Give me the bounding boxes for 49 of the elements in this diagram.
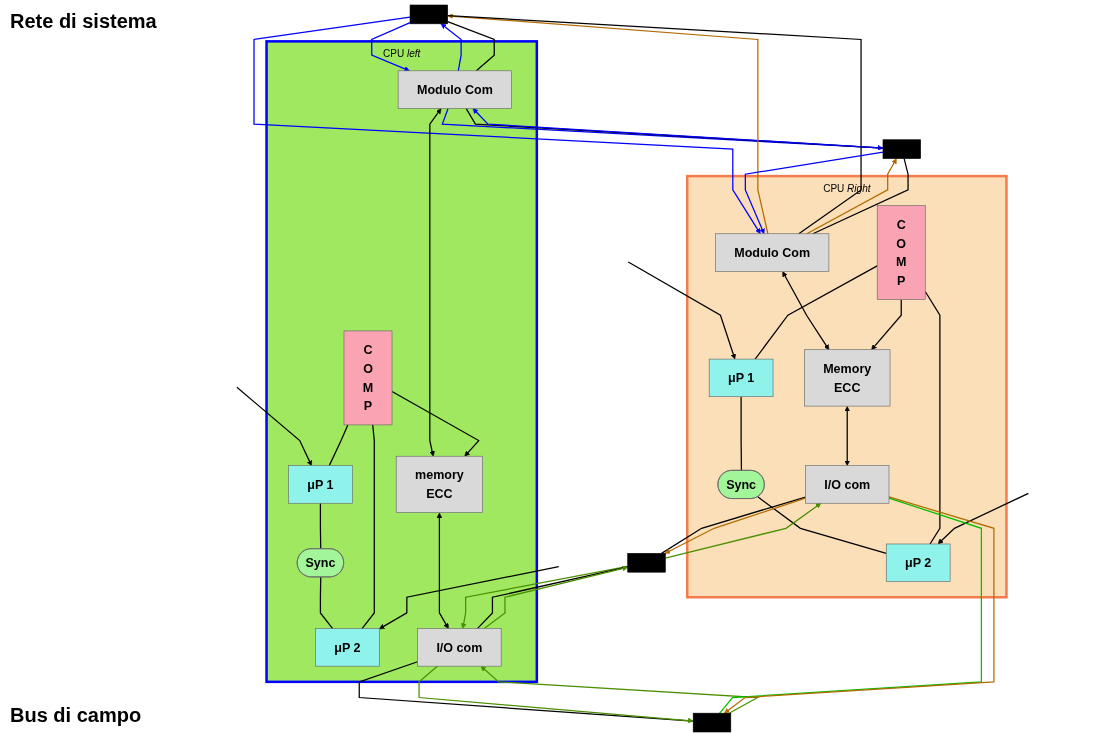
node-box: μP 2 bbox=[885, 543, 951, 582]
node-box: memory ECC bbox=[395, 455, 483, 513]
connector bbox=[328, 424, 349, 467]
connector bbox=[358, 661, 694, 722]
node-bar bbox=[627, 553, 666, 573]
connector bbox=[757, 496, 887, 555]
connector bbox=[447, 14, 862, 235]
bus-label: Rete di sistema bbox=[10, 10, 158, 33]
arrow bbox=[436, 512, 449, 629]
arrow bbox=[418, 665, 694, 724]
connector bbox=[319, 576, 334, 630]
connector bbox=[924, 290, 941, 545]
node-box: C O M P bbox=[876, 205, 926, 300]
arrow bbox=[480, 665, 760, 714]
node-box: I/O com bbox=[417, 628, 502, 667]
arrow bbox=[806, 158, 897, 235]
connector bbox=[812, 157, 909, 235]
node-box: I/O com bbox=[805, 465, 890, 504]
arrow bbox=[627, 261, 736, 360]
node-bar bbox=[409, 4, 448, 25]
node-box: Modulo Com bbox=[397, 70, 512, 109]
node-box: μP 1 bbox=[288, 465, 353, 504]
arrow bbox=[253, 16, 761, 234]
node-bar bbox=[882, 139, 921, 159]
bus-label: Bus di campo bbox=[10, 704, 143, 727]
connector bbox=[447, 21, 495, 72]
connector bbox=[754, 265, 878, 360]
arrow bbox=[744, 151, 884, 234]
arrow bbox=[429, 108, 442, 457]
arrow bbox=[391, 390, 480, 457]
connector bbox=[740, 396, 743, 472]
arrow bbox=[871, 298, 902, 350]
node-box: μP 2 bbox=[315, 628, 380, 667]
arrow bbox=[844, 406, 850, 466]
node-box: Memory ECC bbox=[804, 349, 891, 407]
node-box: Modulo Com bbox=[715, 233, 830, 272]
arrow bbox=[379, 565, 560, 630]
arrow bbox=[236, 386, 312, 466]
connector bbox=[319, 502, 322, 550]
arrow bbox=[782, 271, 830, 350]
arrow bbox=[664, 503, 822, 559]
node-bar bbox=[692, 712, 732, 733]
arrow bbox=[440, 23, 462, 72]
arrow bbox=[937, 492, 1029, 545]
node-box: μP 1 bbox=[708, 358, 774, 397]
arrow bbox=[371, 22, 411, 72]
connector bbox=[361, 424, 375, 630]
arrow bbox=[447, 13, 769, 235]
node-box: C O M P bbox=[343, 330, 393, 426]
